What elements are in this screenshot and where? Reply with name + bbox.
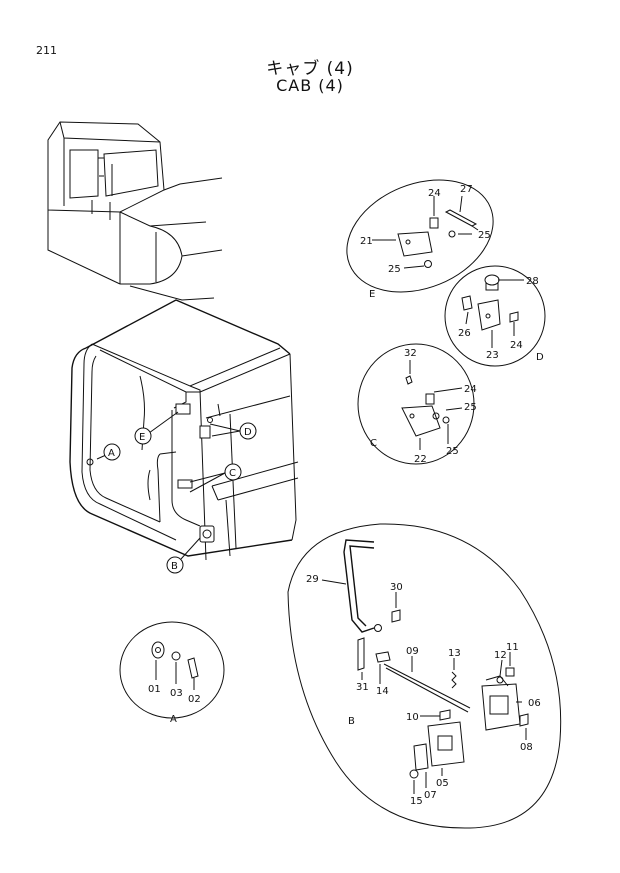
callout-a-label: A (108, 448, 115, 459)
title-japanese: キャブ (4) (266, 59, 354, 79)
part-02: 02 (188, 694, 201, 705)
part-03: 03 (170, 688, 183, 699)
part-24-d: 24 (510, 340, 523, 351)
callout-d-label: D (244, 427, 252, 438)
part-15: 15 (410, 796, 423, 807)
detail-e-label: E (369, 289, 375, 300)
detail-b-label: B (348, 716, 355, 727)
part-01: 01 (148, 684, 161, 695)
callout-e-label: E (139, 432, 145, 443)
callout-b-circle (166, 556, 184, 574)
part-24-c: 24 (464, 384, 477, 395)
part-28: 28 (526, 276, 539, 287)
cab-callouts: A E D C B (96, 411, 257, 574)
detail-c-label: C (370, 438, 377, 449)
callout-c-label: C (229, 468, 236, 479)
part-32: 32 (404, 348, 417, 359)
callout-e-circle (134, 427, 152, 445)
part-07: 07 (424, 790, 437, 801)
detail-a: A 01 03 02 (119, 621, 225, 725)
callout-d-circle (239, 422, 257, 440)
part-25-e-lower: 25 (388, 264, 401, 275)
detail-a-label: A (170, 714, 177, 725)
part-29: 29 (306, 574, 319, 585)
part-31: 31 (356, 682, 369, 693)
detail-d: D 28 26 24 23 (444, 265, 546, 367)
part-22: 22 (414, 454, 427, 465)
part-27: 27 (460, 184, 473, 195)
detail-e: E 24 27 21 25 25 (346, 179, 494, 300)
part-25-c-upper: 25 (464, 402, 477, 413)
part-12: 12 (494, 650, 507, 661)
detail-d-label: D (536, 352, 544, 363)
part-11: 11 (506, 642, 519, 653)
callout-c-circle (224, 463, 242, 481)
part-13: 13 (448, 648, 461, 659)
part-21: 21 (360, 236, 373, 247)
cab-body (69, 299, 299, 561)
part-06: 06 (528, 698, 541, 709)
part-25-c-lower: 25 (446, 446, 459, 457)
callout-b-label: B (171, 561, 178, 572)
part-14: 14 (376, 686, 389, 697)
detail-b: B (287, 523, 562, 829)
part-10: 10 (406, 712, 419, 723)
part-25-e-upper: 25 (478, 230, 491, 241)
part-09: 09 (406, 646, 419, 657)
detail-c: C 32 24 25 22 25 (357, 343, 477, 465)
part-24-e: 24 (428, 188, 441, 199)
part-05: 05 (436, 778, 449, 789)
part-23: 23 (486, 350, 499, 361)
page-number: 211 (36, 44, 57, 57)
callout-a-circle (103, 443, 121, 461)
machine-overview-sketch (47, 121, 223, 301)
title-english: CAB (4) (276, 76, 344, 95)
part-08: 08 (520, 742, 533, 753)
part-30: 30 (390, 582, 403, 593)
part-26: 26 (458, 328, 471, 339)
